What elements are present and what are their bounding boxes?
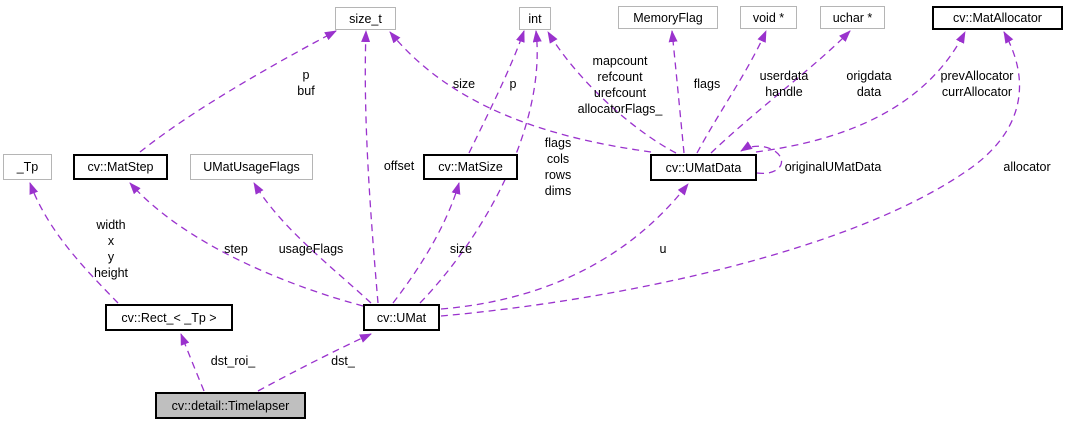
edge-umatdata-to-voidptr	[696, 30, 767, 154]
node-int: int	[519, 7, 551, 30]
edge-label-usageflags: usageFlags	[278, 242, 344, 256]
edge-matstep-to-sizet	[139, 30, 337, 153]
edge-label-prev-curr-allocator: prevAllocator currAllocator	[940, 69, 1014, 99]
edge-label-step: step	[224, 242, 248, 256]
edge-umatdata-to-ucharptr	[710, 30, 851, 154]
edge-umat-to-umatusageflags	[253, 182, 372, 304]
node-cv-umatdata[interactable]: cv::UMatData	[650, 154, 757, 181]
edge-label-p-matsize: p	[509, 77, 517, 91]
edge-timelapser-to-rect	[180, 333, 205, 392]
node-cv-matsize[interactable]: cv::MatSize	[423, 154, 518, 180]
edge-label-size-umatdata: size	[452, 77, 476, 91]
edge-matsize-to-int	[468, 30, 525, 154]
edge-umat-to-matstep	[129, 182, 364, 307]
edge-label-size-umat: size	[449, 242, 473, 256]
node-cv-matstep[interactable]: cv::MatStep	[73, 154, 168, 180]
edge-label-rect-tp-members: width x y height	[93, 218, 129, 280]
edge-label-dst: dst_	[331, 354, 355, 368]
edge-umat-to-matallocator	[440, 31, 1021, 317]
edge-label-offset: offset	[383, 159, 415, 173]
edge-timelapser-to-umat	[257, 333, 372, 392]
edge-label-origdata-data: origdata data	[846, 69, 892, 99]
edge-umatdata-to-int	[547, 31, 677, 154]
edge-umatdata-self-loop	[740, 141, 782, 174]
node-tp: _Tp	[3, 154, 52, 180]
node-void-ptr: void *	[740, 6, 797, 29]
edge-umatdata-to-sizet	[389, 31, 652, 153]
node-cv-rect[interactable]: cv::Rect_< _Tp >	[105, 304, 233, 331]
edge-umatdata-to-memoryflag	[668, 30, 685, 154]
edge-rect-to-tp	[29, 182, 119, 304]
edge-label-userdata-handle: userdata handle	[759, 69, 809, 99]
edge-umat-to-umatdata	[440, 183, 689, 310]
edge-label-original-umatdata: originalUMatData	[784, 160, 882, 174]
edge-label-u: u	[659, 242, 667, 256]
edge-label-umat-int-members: flags cols rows dims	[544, 136, 572, 198]
node-umatusageflags: UMatUsageFlags	[190, 154, 313, 180]
edge-label-dst-roi: dst_roi_	[210, 354, 256, 368]
edge-label-flags: flags	[693, 77, 721, 91]
node-cv-detail-timelapser: cv::detail::Timelapser	[155, 392, 306, 419]
edge-label-umatdata-int-members: mapcount refcount urefcount allocatorFla…	[577, 54, 663, 116]
edge-label-allocator: allocator	[1003, 160, 1051, 174]
node-memoryflag: MemoryFlag	[618, 6, 718, 29]
edge-umat-to-sizet	[361, 30, 379, 304]
node-cv-umat[interactable]: cv::UMat	[363, 304, 440, 331]
node-cv-matallocator[interactable]: cv::MatAllocator	[932, 6, 1063, 30]
edge-umatdata-to-matallocator	[755, 31, 966, 153]
edge-label-p-buf: p buf	[297, 68, 315, 98]
node-uchar-ptr: uchar *	[820, 6, 885, 29]
node-size-t: size_t	[335, 7, 396, 30]
edge-umat-to-matsize	[392, 182, 461, 304]
